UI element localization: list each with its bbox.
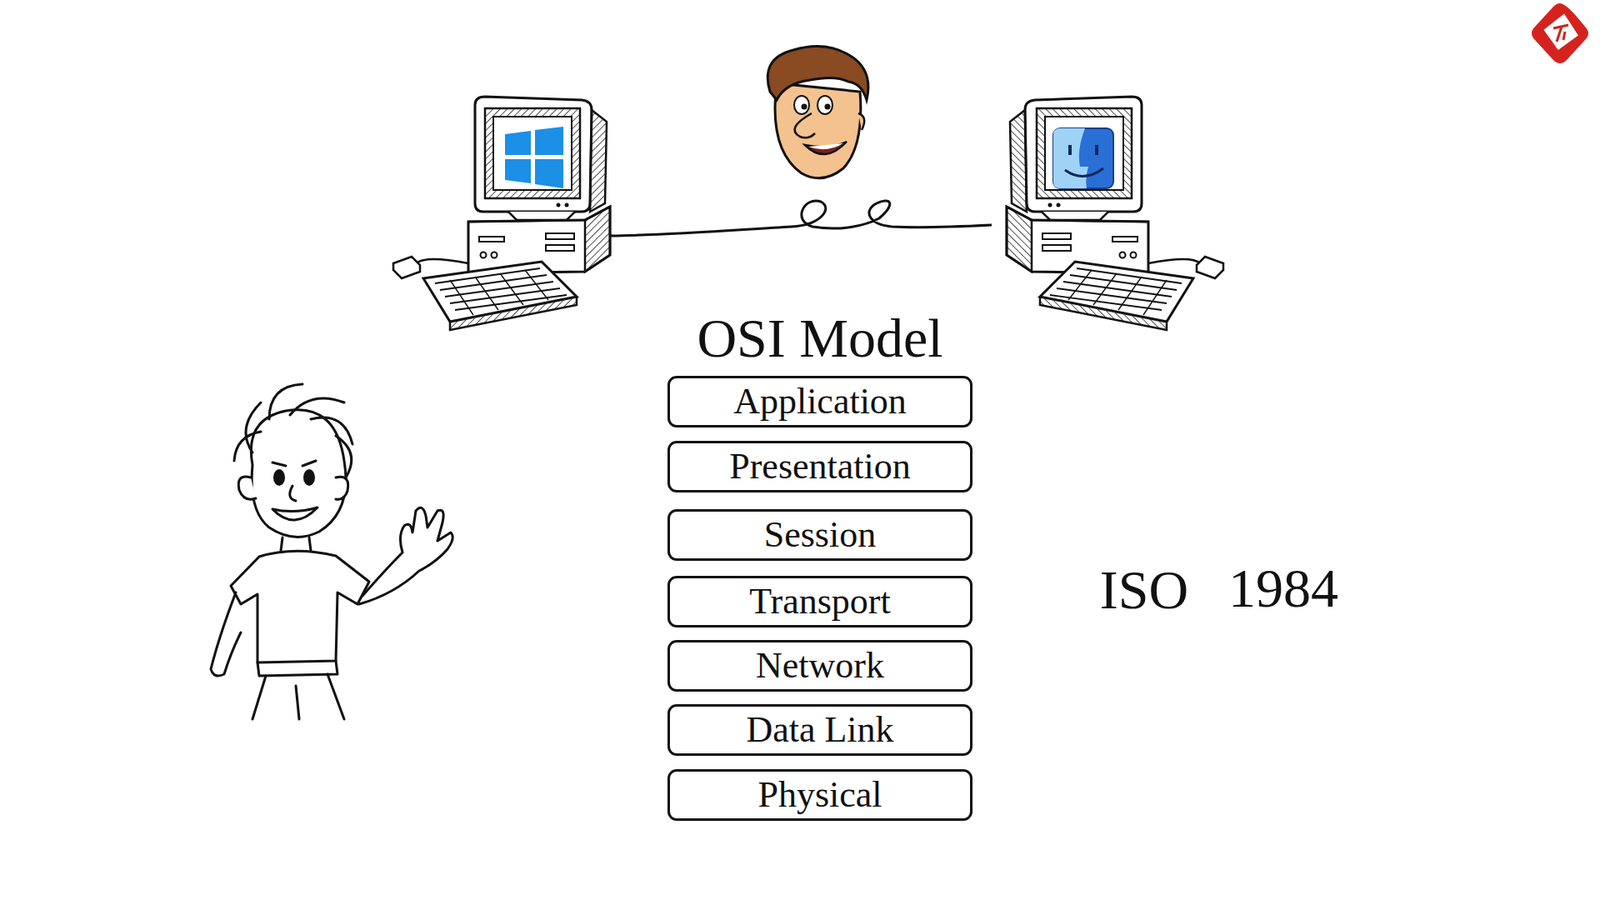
diagram-title: OSI Model — [696, 308, 943, 370]
layer-name: Application — [733, 381, 907, 422]
layer-box: Session — [667, 509, 973, 561]
note-label: 1984 — [1228, 558, 1339, 620]
layer-box: Application — [667, 375, 973, 428]
layer-name: Presentation — [729, 446, 911, 487]
layer-box: Presentation — [667, 440, 973, 493]
layer-name: Physical — [757, 775, 882, 815]
layer-name: Network — [755, 645, 885, 686]
layer-box: Data Link — [667, 704, 973, 756]
layer-name: Data Link — [745, 710, 894, 750]
layer-name: Session — [764, 515, 876, 555]
layer-name: Transport — [749, 581, 891, 622]
note-label: ISO — [1100, 560, 1189, 621]
layer-box: Transport — [667, 575, 973, 628]
layer-box: Network — [667, 640, 973, 692]
layer-box: Physical — [667, 769, 973, 821]
